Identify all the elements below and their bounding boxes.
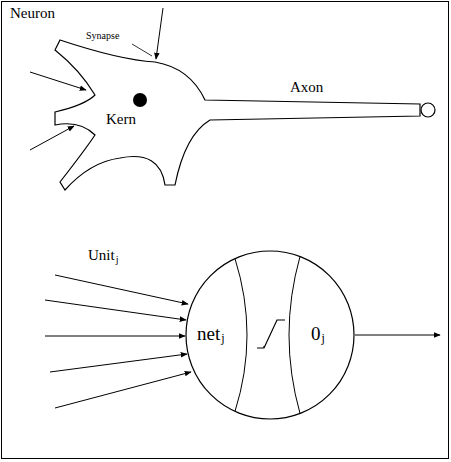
neuron-body bbox=[55, 40, 420, 190]
input-fiber bbox=[30, 72, 86, 90]
part-label: Synapse bbox=[86, 31, 119, 41]
output-arrow bbox=[355, 335, 440, 336]
nucleus bbox=[133, 93, 147, 107]
input-arrow bbox=[50, 354, 187, 372]
input-arrow bbox=[45, 336, 185, 337]
section-arc bbox=[289, 257, 300, 414]
subscript: j bbox=[116, 255, 119, 265]
axon-terminal bbox=[421, 103, 435, 117]
unit-circle-outline bbox=[186, 251, 354, 419]
input-fiber bbox=[156, 8, 163, 59]
unit-text: net bbox=[197, 324, 220, 343]
subscript: j bbox=[221, 332, 224, 344]
input-arrow bbox=[45, 300, 186, 320]
input-arrow bbox=[55, 275, 188, 304]
part-label: Axon bbox=[290, 80, 323, 95]
subscript: j bbox=[322, 332, 325, 344]
section-arc bbox=[235, 259, 247, 412]
input-arrow bbox=[55, 372, 191, 408]
figure-title-label: Neuron bbox=[10, 6, 55, 21]
part-label: Kern bbox=[106, 112, 136, 127]
leader-line bbox=[132, 44, 152, 56]
step-function-symbol bbox=[257, 320, 285, 348]
unit-label: Unit bbox=[88, 248, 115, 263]
unit-circle: netj0j bbox=[185, 250, 355, 420]
unit-text: 0 bbox=[311, 324, 321, 343]
input-fiber bbox=[30, 126, 74, 150]
